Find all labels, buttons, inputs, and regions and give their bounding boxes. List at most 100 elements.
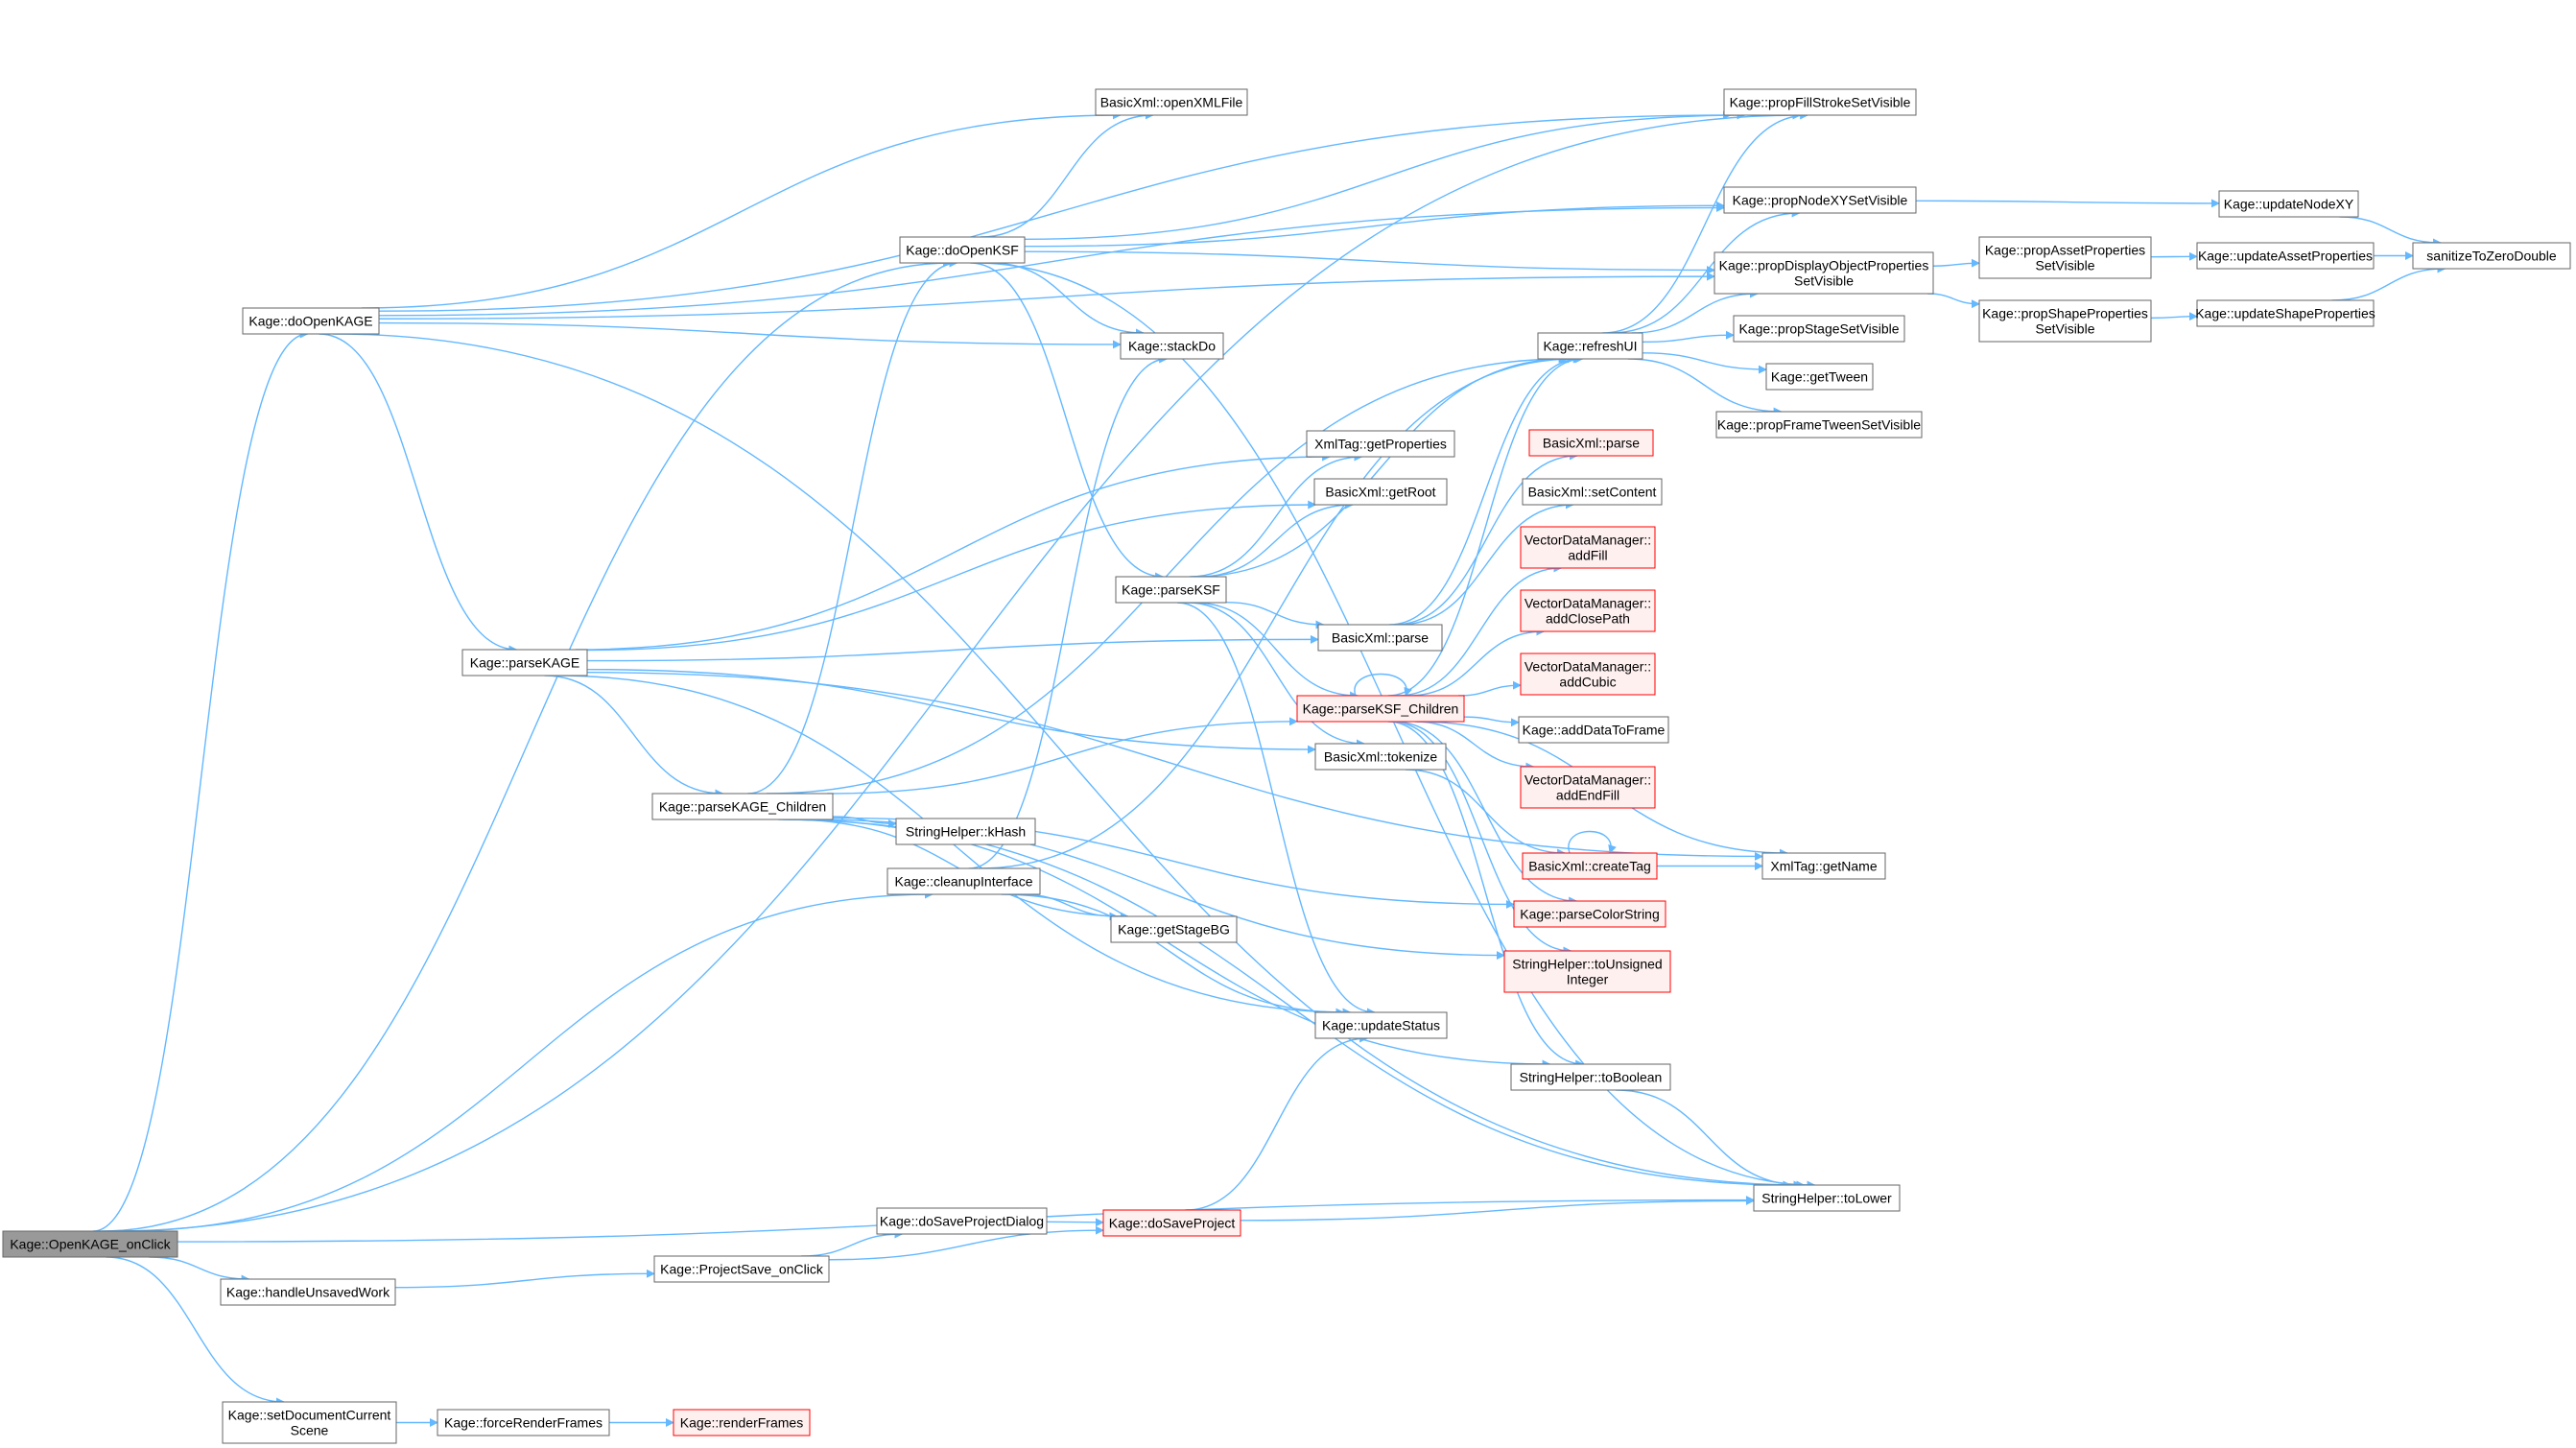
node-label: Kage::refreshUI (1543, 339, 1637, 354)
edge-doOpenKAGE-to-propNodeXY (378, 203, 1725, 317)
node-updateStatus[interactable]: Kage::updateStatus (1314, 1011, 1448, 1039)
node-addEndFill[interactable]: VectorDataManager::addEndFill (1520, 766, 1656, 809)
node-propNodeXY[interactable]: Kage::propNodeXYSetVisible (1723, 186, 1917, 214)
node-parseKAGEChildren[interactable]: Kage::parseKAGE_Children (651, 793, 834, 820)
node-label: XmlTag::getName (1770, 859, 1877, 874)
node-label: Kage::setDocumentCurrent (228, 1408, 391, 1423)
nodes-layer: Kage::OpenKAGE_onClickKage::doOpenKAGEKa… (2, 88, 2571, 1444)
node-parseKAGE[interactable]: Kage::parseKAGE (461, 649, 588, 677)
node-label: SetVisible (1794, 273, 1854, 289)
edge-doOpenKAGE-to-parseKAGE (319, 333, 518, 654)
edge-doOpenKSF-to-propNodeXY (1024, 201, 1725, 248)
node-xmlGetProps[interactable]: XmlTag::getProperties (1306, 430, 1455, 458)
node-label: Kage::propFrameTweenSetVisible (1717, 417, 1921, 433)
node-label: BasicXml::setContent (1528, 485, 1657, 500)
edge-doOpenKAGE-to-stackDo (378, 321, 1122, 349)
edge-projectSave-to-doSaveProject (828, 1225, 1104, 1261)
node-label: Kage::OpenKAGE_onClick (10, 1237, 171, 1252)
node-box (1102, 1209, 1241, 1237)
edge-doOpenKAGE-to-propDisplayObj (378, 272, 1715, 320)
edge-parseKAGE-to-xmlGetProps (575, 452, 1332, 651)
node-label: Kage::addDataToFrame (1523, 723, 1666, 738)
node-cleanupIface[interactable]: Kage::cleanupInterface (886, 867, 1041, 895)
node-toBoolean[interactable]: StringHelper::toBoolean (1510, 1063, 1671, 1091)
edge-onclick-to-doOpenKSF (101, 258, 953, 1232)
node-tokenize[interactable]: BasicXml::tokenize (1314, 743, 1447, 771)
edge-parseKSF-to-bxParse (1225, 601, 1325, 629)
node-toLower[interactable]: StringHelper::toLower (1753, 1184, 1901, 1212)
node-box (222, 1401, 397, 1444)
node-box (895, 818, 1036, 845)
node-parseKSF[interactable]: Kage::parseKSF (1115, 576, 1227, 604)
node-label: XmlTag::getProperties (1314, 437, 1447, 452)
node-doOpenKSF[interactable]: Kage::doOpenKSF (899, 236, 1026, 264)
node-setContent[interactable]: BasicXml::setContent (1522, 478, 1663, 506)
node-label: Kage::propAssetProperties (1985, 243, 2145, 258)
node-updateNodeXY[interactable]: Kage::updateNodeXY (2218, 190, 2359, 218)
node-sanitize[interactable]: sanitizeToZeroDouble (2412, 242, 2571, 270)
edge-doOpenKSF-to-openXML (981, 110, 1154, 238)
node-onclick[interactable]: Kage::OpenKAGE_onClick (2, 1230, 178, 1258)
node-box (1314, 743, 1447, 771)
node-label: Kage::propStageSetVisible (1738, 321, 1899, 337)
edge-projectSave-to-doSaveDialog (800, 1229, 904, 1257)
node-label: StringHelper::toUnsigned (1512, 957, 1662, 972)
node-kHash[interactable]: StringHelper::kHash (895, 818, 1036, 845)
edge-onclick-to-cleanupIface (121, 890, 934, 1232)
edge-parseKSFChildren-to-toUInt (1390, 721, 1572, 956)
node-bxParseRed[interactable]: BasicXml::parse (1528, 429, 1654, 457)
node-addClosePath[interactable]: VectorDataManager::addClosePath (1520, 589, 1656, 632)
node-updateAsset[interactable]: Kage::updateAssetProperties (2196, 242, 2375, 270)
node-stackDo[interactable]: Kage::stackDo (1120, 332, 1224, 360)
edge-bxParse-to-setContent (1399, 500, 1574, 626)
node-label: Kage::ProjectSave_onClick (660, 1262, 824, 1277)
node-box (1715, 411, 1923, 439)
node-updateShape[interactable]: Kage::updateShapeProperties (2195, 299, 2375, 327)
node-box (1520, 589, 1656, 632)
node-addFill[interactable]: VectorDataManager::addFill (1520, 526, 1656, 569)
node-propFrameTween[interactable]: Kage::propFrameTweenSetVisible (1715, 411, 1923, 439)
node-getRoot[interactable]: BasicXml::getRoot (1313, 478, 1448, 506)
node-propFillStroke[interactable]: Kage::propFillStrokeSetVisible (1723, 88, 1917, 116)
node-addDataToFrame[interactable]: Kage::addDataToFrame (1518, 716, 1669, 744)
node-label: Kage::propDisplayObjectProperties (1719, 258, 1929, 273)
node-openXML[interactable]: BasicXml::openXMLFile (1095, 88, 1248, 116)
node-label: BasicXml::createTag (1528, 859, 1651, 874)
node-refreshUI[interactable]: Kage::refreshUI (1537, 332, 1643, 360)
node-getTween[interactable]: Kage::getTween (1765, 363, 1874, 391)
node-getStageBG[interactable]: Kage::getStageBG (1110, 915, 1238, 943)
edge-refreshUI-to-propFrameTween (1627, 358, 1783, 416)
node-doSaveDialog[interactable]: Kage::doSaveProjectDialog (876, 1207, 1048, 1235)
edge-refreshUI-to-propStage (1642, 330, 1735, 344)
node-addCubic[interactable]: VectorDataManager::addCubic (1520, 653, 1656, 696)
node-handleUnsaved[interactable]: Kage::handleUnsavedWork (220, 1278, 396, 1306)
node-renderFrames[interactable]: Kage::renderFrames (673, 1409, 811, 1436)
node-box (1753, 1184, 1901, 1212)
node-box (1520, 766, 1656, 809)
node-label: StringHelper::toBoolean (1520, 1070, 1663, 1085)
node-getName[interactable]: XmlTag::getName (1761, 852, 1886, 880)
node-box (1314, 1011, 1448, 1039)
node-parseColor[interactable]: Kage::parseColorString (1513, 900, 1666, 928)
edges-layer (93, 110, 2446, 1427)
edge-bxParse-to-bxParseRed (1394, 451, 1578, 626)
node-box (1978, 236, 2152, 279)
node-label: Kage::propShapeProperties (1982, 306, 2148, 321)
node-doOpenKAGE[interactable]: Kage::doOpenKAGE (242, 307, 380, 335)
node-label: Kage::updateStatus (1322, 1018, 1440, 1033)
node-forceRender[interactable]: Kage::forceRenderFrames (437, 1409, 610, 1436)
node-box (1522, 478, 1663, 506)
node-createTag[interactable]: BasicXml::createTag (1522, 852, 1658, 880)
node-box (886, 867, 1041, 895)
node-propStage[interactable]: Kage::propStageSetVisible (1733, 315, 1905, 343)
node-propDisplayObj[interactable]: Kage::propDisplayObjectPropertiesSetVisi… (1713, 251, 1934, 295)
node-parseKSFChildren[interactable]: Kage::parseKSF_Children (1296, 695, 1465, 723)
node-doSaveProject[interactable]: Kage::doSaveProject (1102, 1209, 1241, 1237)
edge-parseKAGE-to-bxParse (586, 634, 1319, 662)
node-bxParse[interactable]: BasicXml::parse (1317, 624, 1443, 652)
node-projectSave[interactable]: Kage::ProjectSave_onClick (653, 1255, 830, 1283)
